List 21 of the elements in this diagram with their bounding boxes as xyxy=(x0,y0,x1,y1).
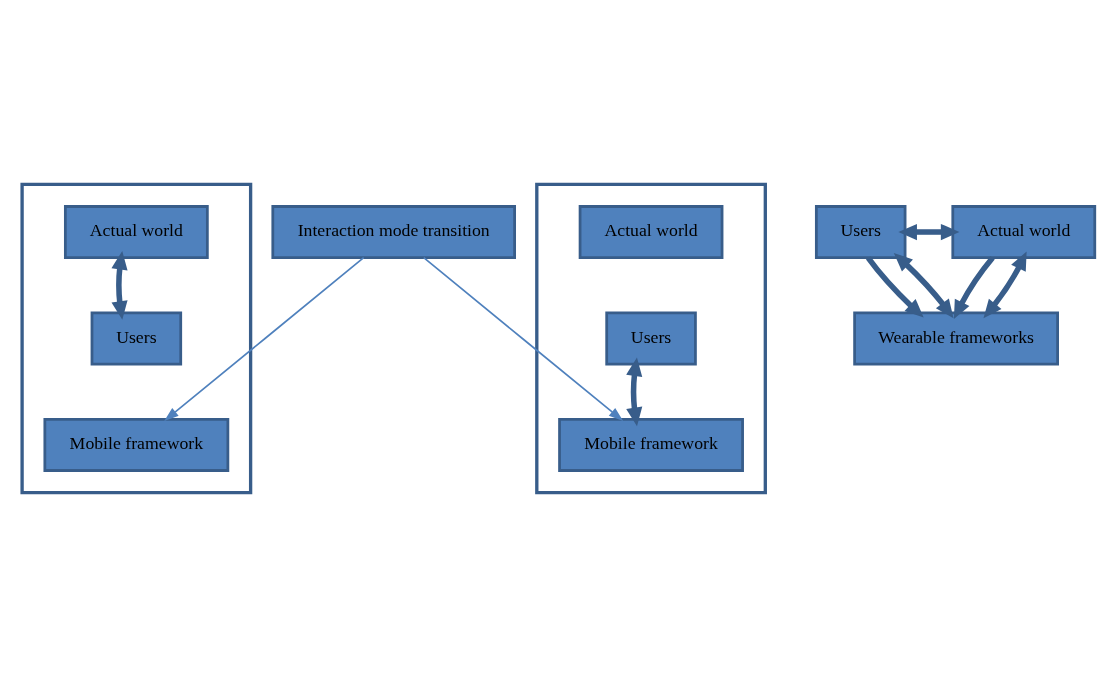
arrow xyxy=(893,252,954,318)
node-box: Actual world xyxy=(951,204,1097,259)
cluster xyxy=(20,182,253,494)
arrow xyxy=(164,256,365,421)
node-box: Users xyxy=(814,204,907,259)
node-box: Mobile framework xyxy=(43,417,230,472)
cluster xyxy=(535,182,767,494)
node-box: Wearable frameworks xyxy=(853,311,1059,365)
node-box: Users xyxy=(605,311,697,365)
arrow xyxy=(422,256,624,421)
node-box: Actual world xyxy=(64,204,209,259)
arrow xyxy=(983,251,1027,318)
arrow xyxy=(898,223,960,240)
arrow xyxy=(111,250,128,320)
node-box: Mobile framework xyxy=(558,417,744,472)
node-box: Interaction mode transition xyxy=(271,204,516,259)
arrow xyxy=(626,356,643,426)
arrow xyxy=(953,255,995,319)
arrow xyxy=(865,255,924,318)
node-box: Users xyxy=(90,311,183,365)
node-box: Actual world xyxy=(578,204,724,259)
